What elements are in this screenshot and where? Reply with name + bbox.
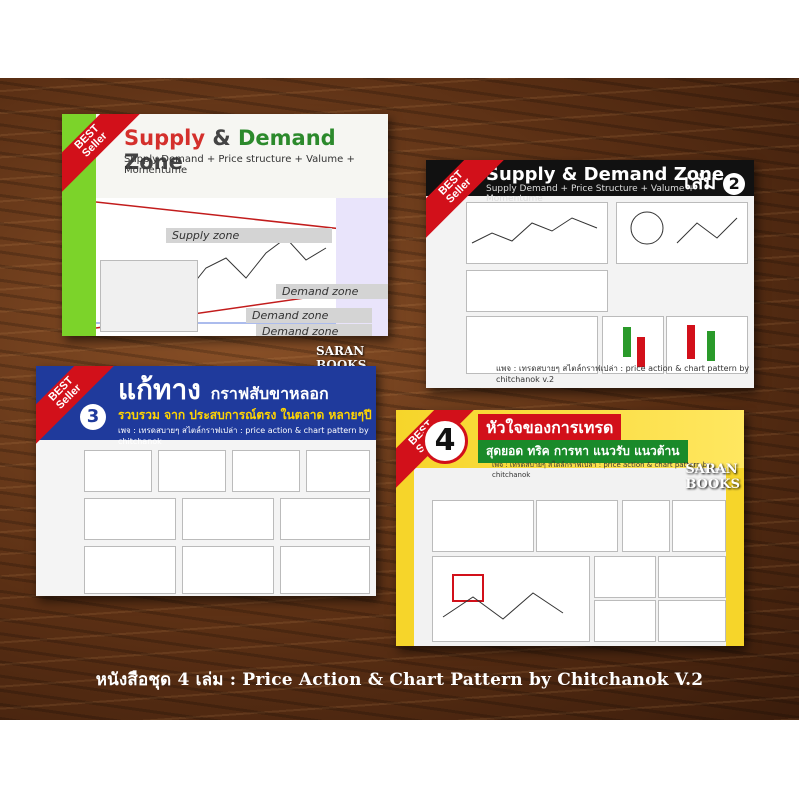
book-4-title: หัวใจของการเทรด xyxy=(478,414,622,443)
chart-thumbnail xyxy=(84,450,152,492)
book-2-cover: Supply & Demand Zone Supply Demand + Pri… xyxy=(426,160,754,388)
chart-thumbnail xyxy=(672,500,726,552)
chart-thumbnail xyxy=(84,546,176,594)
chart-thumbnail xyxy=(158,450,226,492)
chart-thumbnail xyxy=(536,500,618,552)
book-4-frame-right xyxy=(726,468,744,646)
chart-thumbnail xyxy=(602,316,664,374)
chart-thumbnail xyxy=(616,202,748,264)
chart-thumbnail xyxy=(594,600,656,642)
chart-thumbnail xyxy=(432,500,534,552)
book-4-number: 4 xyxy=(422,418,468,464)
chart-thumbnail xyxy=(466,270,608,312)
chart-thumbnail xyxy=(232,450,300,492)
book-1-subtitle: Supply Demand + Price structure + Valume… xyxy=(124,154,355,176)
book-2-footer: แพจ : เทรดสบายๆ สไตล์กราฟเปล่า : price a… xyxy=(496,364,750,384)
book-3-title: แก้ทาง กราฟสับขาหลอก xyxy=(118,373,329,406)
chart-thumbnail xyxy=(466,316,598,374)
chart-thumbnail xyxy=(182,498,274,540)
chart-thumbnail xyxy=(466,202,608,264)
chart-thumbnail xyxy=(182,546,274,594)
book-4-subtitle: สุดยอด ทริค การหา แนวรับ แนวต้าน xyxy=(478,440,688,463)
chart-thumbnail xyxy=(84,498,176,540)
chart-thumbnail xyxy=(432,556,590,642)
book-4-frame-left xyxy=(396,468,414,646)
chart-thumbnail xyxy=(658,600,726,642)
book-1-chart: Supply zone Demand zone Demand zone Dema… xyxy=(95,198,388,336)
supply-zone-label: Supply zone xyxy=(166,228,332,243)
book-3-number: 3 xyxy=(80,404,106,430)
chart-thumbnail xyxy=(666,316,748,374)
calculator-panel xyxy=(100,260,198,332)
book-4-tagline: เพจ : เทรดสบายๆ สไตล์กราฟเปล่า : price a… xyxy=(492,461,712,479)
chart-thumbnail xyxy=(306,450,370,492)
chart-thumbnail xyxy=(622,500,670,552)
book-3-subtitle: รวบรวม จาก ประสบการณ์ตรง ในตลาด หลายๆปี xyxy=(118,408,372,422)
demand-zone-label-2: Demand zone xyxy=(246,308,372,323)
demand-zone-label: Demand zone xyxy=(276,284,388,299)
book-2-subtitle: Supply Demand + Price Structure + Valume… xyxy=(486,184,695,204)
book-2-title: Supply & Demand Zone xyxy=(486,164,725,185)
book-2-volume: เล่ม 2 xyxy=(684,166,746,198)
chart-thumbnail xyxy=(594,556,656,598)
chart-thumbnail xyxy=(280,498,370,540)
book-3-tagline: เพจ : เทรดสบายๆ สไตล์กราฟเปล่า : price a… xyxy=(118,426,369,446)
book-1-title: Supply & Demand Zone xyxy=(124,126,336,174)
chart-thumbnail xyxy=(658,556,726,598)
caption: หนังสือชุด 4 เล่ม : Price Action & Chart… xyxy=(95,670,704,690)
demand-zone-label-3: Demand zone xyxy=(256,324,372,336)
chart-thumbnail xyxy=(280,546,370,594)
